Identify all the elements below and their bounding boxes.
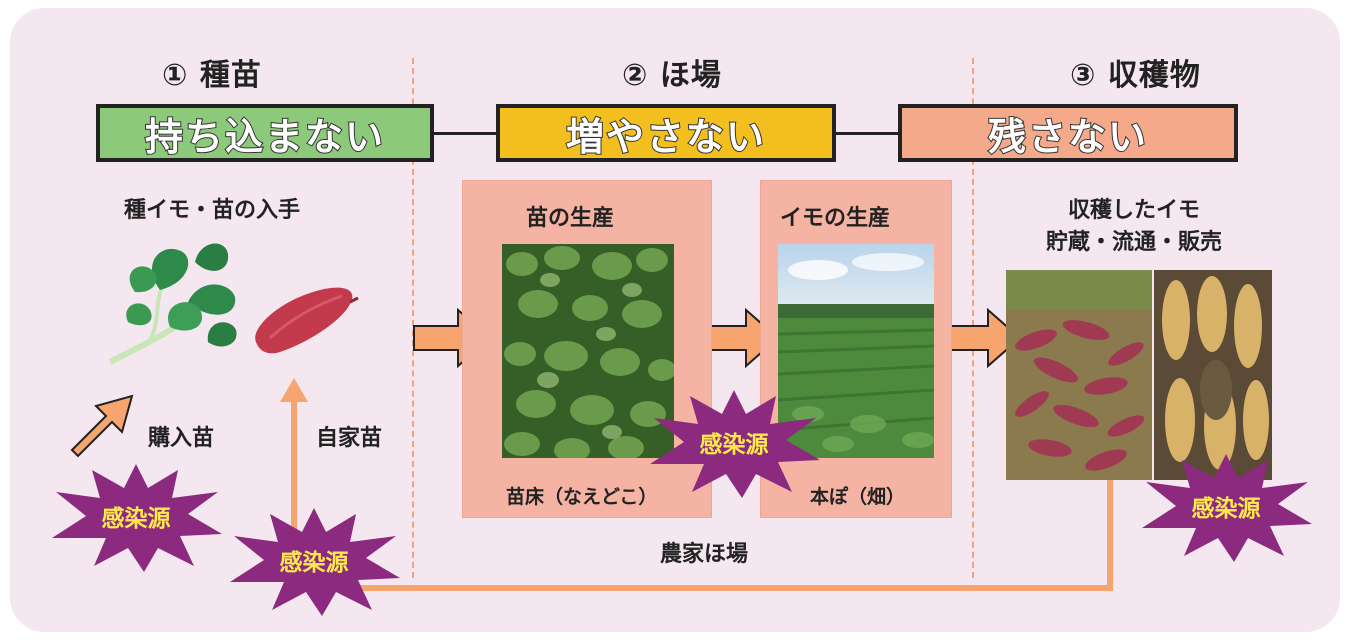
infection-source-burst-purchased: 感染源 — [52, 464, 222, 572]
homegrown-seedling-label: 自家苗 — [316, 426, 383, 451]
sweet-potato-icon — [255, 287, 359, 354]
nursery-card-title: 苗の生産 — [526, 206, 615, 231]
slogan-connector-1 — [432, 132, 498, 135]
seedling-heading: 種イモ・苗の入手 — [124, 198, 301, 223]
infection-source-label: 感染源 — [102, 505, 171, 532]
infection-source-burst-homegrown: 感染源 — [230, 508, 400, 616]
slogan-connector-2 — [834, 132, 900, 135]
slogan-do-not-increase: 増やさない — [496, 104, 836, 162]
harvest-heading-line1: 収穫したイモ — [1068, 198, 1201, 223]
nursery-photo — [502, 244, 674, 458]
infection-source-label: 感染源 — [700, 431, 769, 458]
harvest-heading-line2: 貯蔵・流通・販売 — [1046, 230, 1223, 255]
infection-source-label: 感染源 — [280, 549, 349, 576]
harvested-potatoes-photo — [1006, 270, 1152, 480]
stage-divider-2 — [972, 58, 974, 578]
slogan-do-not-leave: 残さない — [898, 104, 1238, 162]
leaf-icon — [108, 243, 237, 365]
stored-potatoes-photo — [1154, 270, 1272, 480]
stage-divider-1 — [412, 58, 414, 578]
slogan-do-not-bring-in: 持ち込まない — [96, 104, 434, 162]
field-caption: 本ぽ（畑） — [810, 486, 906, 508]
stage-title-field: ② ほ場 — [622, 58, 722, 93]
infection-source-burst-harvest: 感染源 — [1142, 454, 1312, 562]
nursery-caption: 苗床（なえどこ） — [506, 486, 658, 508]
infection-source-burst-field: 感染源 — [650, 390, 820, 498]
purchased-seedling-arrow — [70, 394, 134, 458]
field-photo — [778, 244, 934, 458]
stage-title-seedling: ① 種苗 — [162, 58, 262, 93]
infection-source-label: 感染源 — [1192, 495, 1261, 522]
stage-title-harvest: ③ 収穫物 — [1070, 58, 1201, 93]
farm-field-label: 農家ほ場 — [660, 542, 749, 567]
purchased-seedling-label: 購入苗 — [148, 426, 215, 451]
potato-card-title: イモの生産 — [780, 206, 891, 231]
